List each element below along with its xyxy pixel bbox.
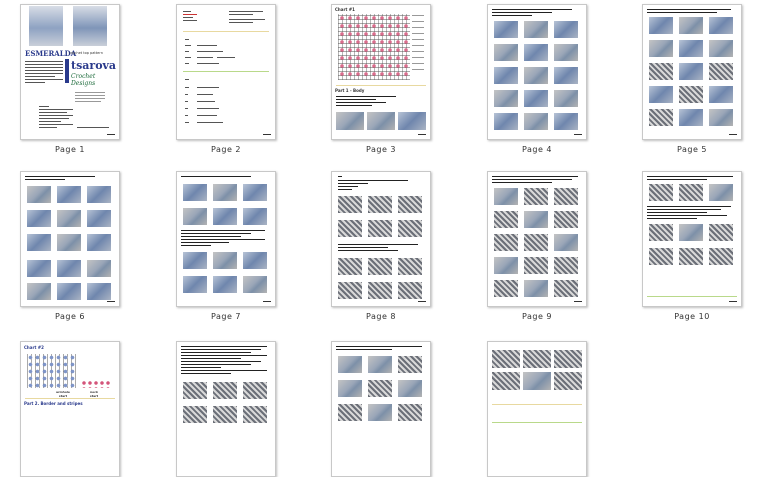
page-grid: { "pages": [ {"label":"Page 1"},{"label"…	[20, 4, 742, 477]
page-label-6: Page 6	[55, 312, 85, 321]
page-label-9: Page 9	[522, 312, 552, 321]
page-preview-7[interactable]	[176, 171, 276, 307]
page-label-5: Page 5	[677, 145, 707, 154]
page-preview-6[interactable]	[20, 171, 120, 307]
page-preview-14[interactable]	[487, 341, 587, 477]
page-preview-9[interactable]	[487, 171, 587, 307]
page-label-10: Page 10	[674, 312, 710, 321]
page-label-2: Page 2	[211, 145, 241, 154]
page-preview-8[interactable]	[331, 171, 431, 307]
page-label-8: Page 8	[366, 312, 396, 321]
chart-2-title: Chart #2	[24, 345, 44, 350]
page-preview-13[interactable]	[331, 341, 431, 477]
brand-name: tsarova	[71, 59, 117, 72]
armhole-start-label: armhole start	[56, 390, 70, 398]
neck-start-label: neck start	[89, 390, 99, 398]
page-label-4: Page 4	[522, 145, 552, 154]
pattern-subtitle: crochet top pattern	[69, 51, 103, 55]
brand-logo-mark	[65, 59, 69, 83]
page-preview-10[interactable]	[642, 171, 742, 307]
page-label-7: Page 7	[211, 312, 241, 321]
chart-1-diagram	[338, 14, 410, 80]
page-preview-4[interactable]	[487, 4, 587, 140]
page-preview-11[interactable]: Chart #2 armhole start neck start Part 2…	[20, 341, 120, 477]
page-preview-5[interactable]	[642, 4, 742, 140]
chart-2-diagram	[27, 354, 77, 388]
model-photo-right	[73, 6, 107, 46]
section-heading-border: Part 2. Border and stripes	[24, 401, 83, 406]
page-preview-12[interactable]	[176, 341, 276, 477]
section-heading-body: Part 1 - Body	[335, 88, 365, 93]
chart-1-title: Chart #1	[335, 7, 355, 12]
page-label-3: Page 3	[366, 145, 396, 154]
chart-2-border	[81, 380, 111, 388]
pattern-title: ESMERALDA	[25, 49, 77, 58]
page-preview-2[interactable]	[176, 4, 276, 140]
brand-tagline: Crochet Designs	[71, 73, 96, 87]
page-preview-3[interactable]: Chart #1 Part 1 - Body	[331, 4, 431, 140]
model-photo-left	[29, 6, 63, 46]
page-preview-1[interactable]: ESMERALDA crochet top pattern tsarova Cr…	[20, 4, 120, 140]
page-label-1: Page 1	[55, 145, 85, 154]
